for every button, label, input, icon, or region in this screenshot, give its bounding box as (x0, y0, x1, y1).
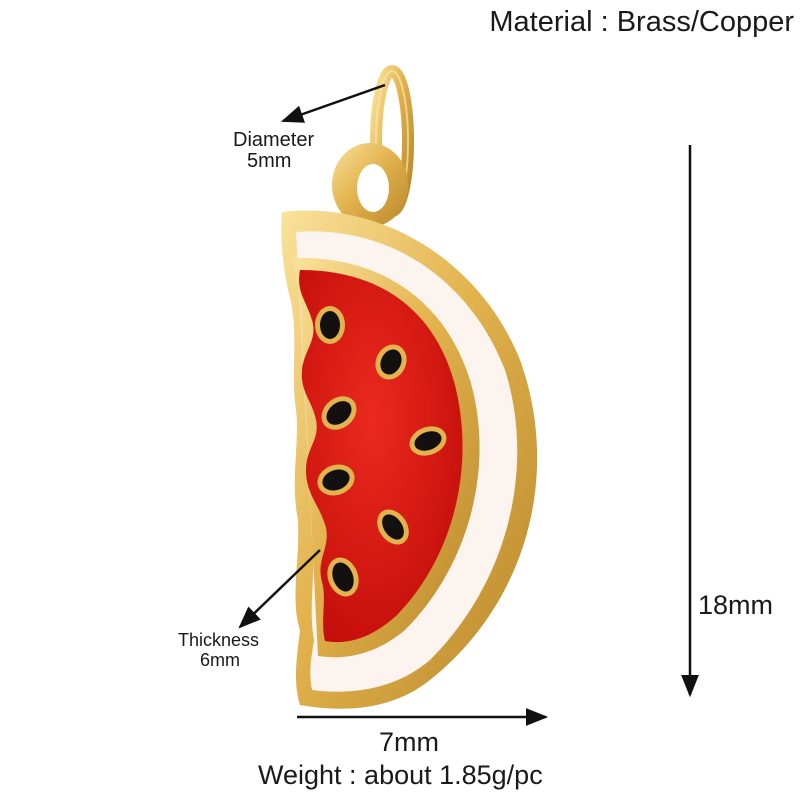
seed (375, 344, 407, 380)
width-value: 7mm (379, 727, 439, 757)
seeds (315, 306, 447, 597)
seed (409, 426, 447, 456)
seed (321, 396, 357, 430)
seed (377, 509, 409, 545)
thickness-label: Thickness (178, 630, 260, 650)
diameter-arrow (280, 83, 386, 123)
thickness-arrow (238, 549, 321, 629)
pendant-bail (332, 143, 408, 227)
diameter-label: Diameter (233, 129, 315, 151)
watermelon-pendant (281, 210, 538, 709)
seed (317, 464, 355, 496)
thickness-value: 6mm (200, 650, 240, 670)
material-label: Material : Brass/Copper (489, 6, 794, 38)
height-value: 18mm (698, 590, 774, 620)
diameter-value: 5mm (247, 150, 292, 172)
weight-label: Weight : about 1.85g/pc (258, 760, 543, 790)
seed (315, 306, 345, 344)
seed (327, 557, 359, 597)
